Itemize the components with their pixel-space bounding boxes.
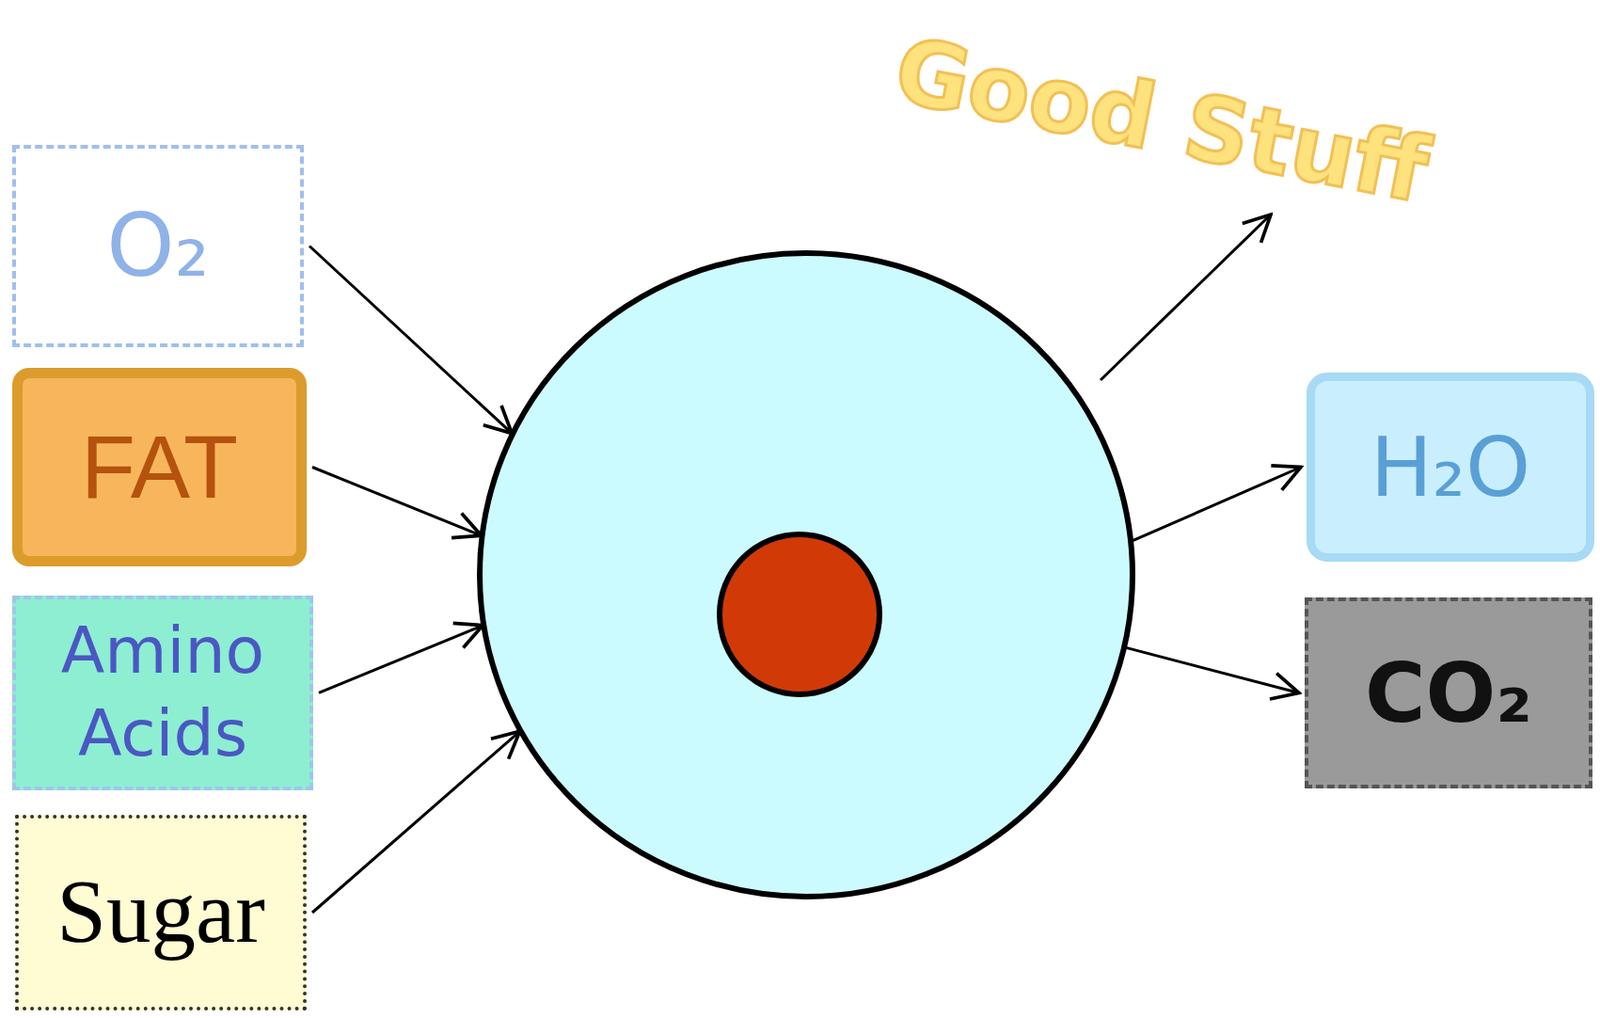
output-label: Good Stuff [887,16,1438,223]
arrow-connector [1131,467,1301,542]
node-text: CO₂ [1364,645,1533,741]
nucleus [719,534,880,695]
input-box: O₂ [12,144,304,348]
output-arrow [1100,214,1271,381]
arrow-connector [318,625,483,694]
cell [476,250,1136,900]
arrow-connector [312,467,482,537]
node-text: Amino Acids [31,609,295,777]
node-text: FAT [80,415,238,519]
node-text: H₂O [1370,419,1532,515]
arrow-connector [312,730,521,913]
cell-membrane [479,253,1133,897]
arrow-connector [309,246,512,434]
node-text: Sugar [56,860,266,964]
node-text: O₂ [106,196,209,297]
output-box: H₂O [1306,372,1595,562]
input-box: Sugar [15,814,307,1011]
cell-outline [476,250,1136,900]
input-box: FAT [12,367,307,567]
input-box: Amino Acids [12,595,314,791]
output-box: CO₂ [1304,597,1593,789]
arrow-connector [1124,647,1300,693]
